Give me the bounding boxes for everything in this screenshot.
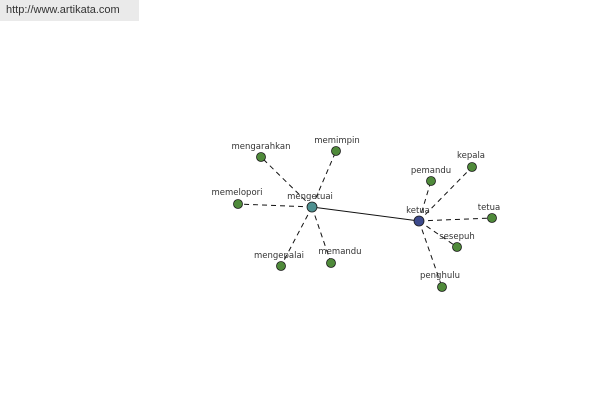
node-label-sesepuh[interactable]: sesepuh	[439, 232, 475, 242]
edge-mengetuai-mengepalai	[280, 206, 313, 267]
node-label-penghulu[interactable]: penghulu	[420, 271, 460, 281]
node-mengepalai[interactable]	[276, 261, 286, 271]
node-ketua[interactable]	[413, 215, 425, 227]
edge-ketua-penghulu	[418, 220, 443, 288]
node-memelopori[interactable]	[233, 199, 243, 209]
node-kepala[interactable]	[467, 162, 477, 172]
edge-ketua-mengetuai	[311, 206, 420, 222]
node-label-memimpin[interactable]: memimpin	[314, 136, 360, 146]
edges-layer	[237, 150, 493, 288]
node-sesepuh[interactable]	[452, 242, 462, 252]
node-label-mengepalai[interactable]: mengepalai	[254, 251, 304, 261]
edge-mengetuai-memimpin	[311, 150, 337, 208]
edge-ketua-pemandu	[418, 180, 432, 222]
edge-ketua-kepala	[418, 166, 473, 222]
node-penghulu[interactable]	[437, 282, 447, 292]
edge-mengetuai-mengarahkan	[260, 156, 313, 208]
node-label-ketua[interactable]: ketua	[406, 206, 430, 216]
edge-mengetuai-memandu	[311, 206, 332, 264]
node-label-pemandu[interactable]: pemandu	[411, 166, 451, 176]
node-label-tetua[interactable]: tetua	[478, 203, 501, 213]
nodes-layer	[233, 146, 497, 292]
node-pemandu[interactable]	[426, 176, 436, 186]
edge-ketua-tetua	[418, 217, 493, 222]
node-memandu[interactable]	[326, 258, 336, 268]
labels-layer: ketua mengetuai mengarahkan memimpin memelop…	[211, 136, 500, 281]
edge-ketua-sesepuh	[418, 220, 458, 248]
node-label-mengetuai[interactable]: mengetuai	[287, 192, 333, 202]
edge-mengetuai-memelopori	[237, 203, 313, 208]
node-label-mengarahkan[interactable]: mengarahkan	[232, 142, 291, 152]
node-memimpin[interactable]	[331, 146, 341, 156]
node-label-memandu[interactable]: memandu	[318, 247, 361, 257]
source-url[interactable]: http://www.artikata.com	[0, 0, 139, 21]
node-mengetuai[interactable]	[306, 201, 318, 213]
node-mengarahkan[interactable]	[256, 152, 266, 162]
node-label-memelopori[interactable]: memelopori	[211, 188, 262, 198]
node-label-kepala[interactable]: kepala	[457, 151, 485, 161]
node-tetua[interactable]	[487, 213, 497, 223]
